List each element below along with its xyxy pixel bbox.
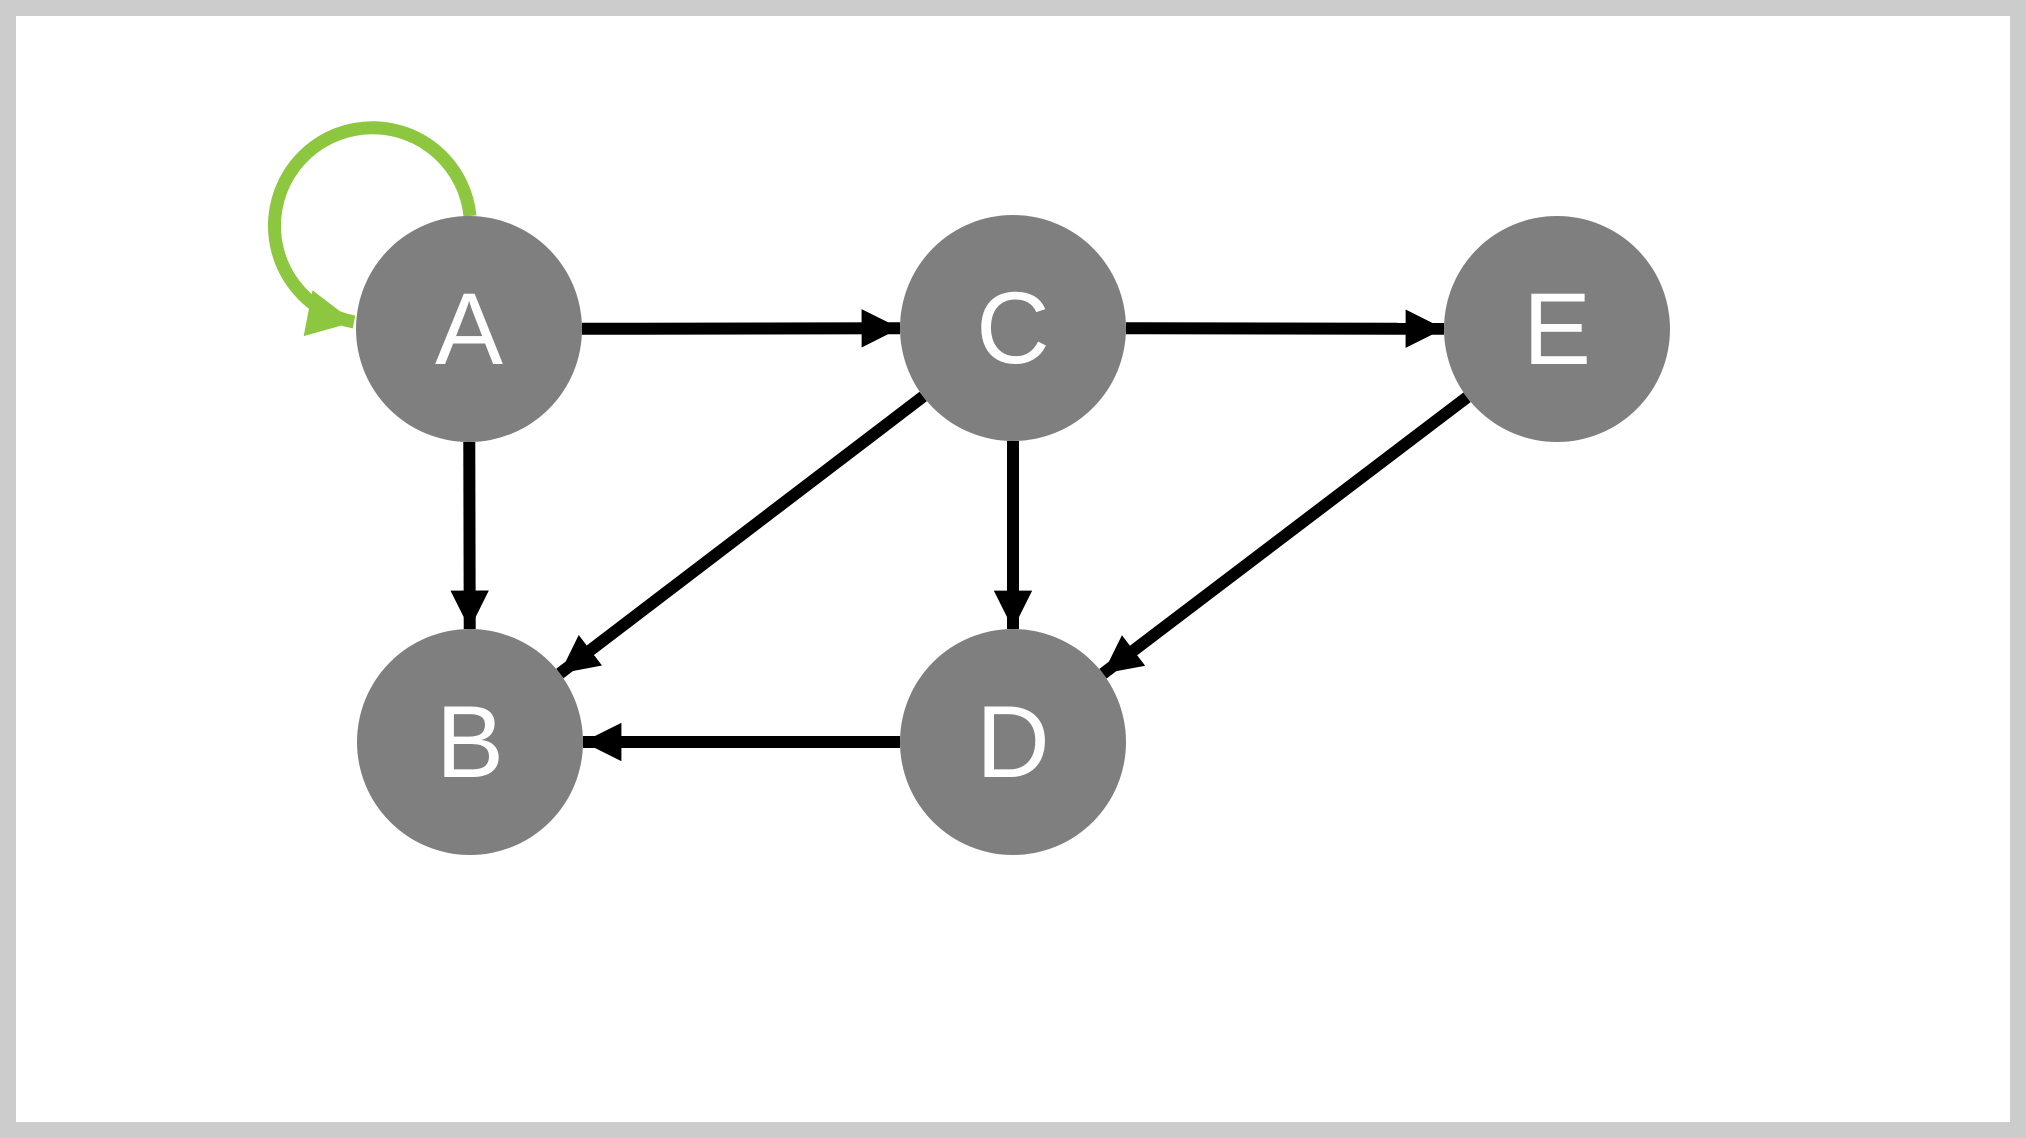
node-A-circle[interactable] [356,216,582,442]
node-E[interactable]: E [1444,216,1670,442]
node-A[interactable]: A [356,216,582,442]
node-E-circle[interactable] [1444,216,1670,442]
node-B[interactable]: B [357,629,583,855]
edge-C-B [556,391,927,679]
node-B-circle[interactable] [357,629,583,855]
edge-E-D [1099,392,1471,679]
edge-A-C [581,309,901,348]
node-C-circle[interactable] [900,215,1126,441]
node-C[interactable]: C [900,215,1126,441]
edge-C-E [1125,309,1445,348]
self-loop-A [268,121,477,337]
node-D-circle[interactable] [900,629,1126,855]
node-D[interactable]: D [900,629,1126,855]
